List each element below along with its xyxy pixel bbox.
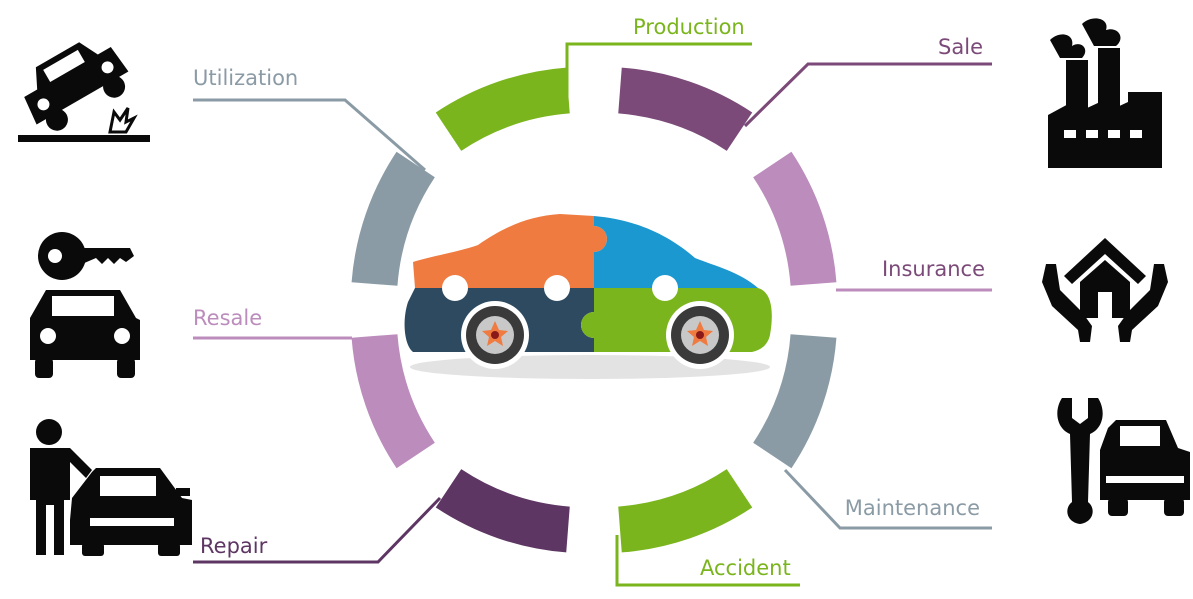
ring-segment-resale [351, 333, 436, 469]
label-utilization: Utilization [193, 66, 298, 90]
puzzle-piece-orange [413, 214, 607, 288]
lifecycle-ring [351, 67, 837, 553]
label-sale: Sale [938, 35, 983, 59]
leader-line-repair [193, 496, 442, 564]
label-resale: Resale [193, 306, 262, 330]
house-in-hands-icon [1042, 238, 1168, 342]
factory-icon [1048, 18, 1162, 168]
leader-lines [193, 42, 992, 587]
puzzle-piece-blue [594, 216, 758, 288]
ring-segment-maintenance [752, 333, 837, 469]
ring-segment-utilization [351, 151, 436, 287]
rear-wheel [666, 301, 734, 369]
ring-segment-accident [617, 468, 753, 553]
label-insurance: Insurance [882, 257, 985, 281]
puzzle-car [404, 214, 772, 379]
person-with-car-icon [30, 419, 192, 556]
label-accident: Accident [700, 556, 791, 580]
ring-segment-sale [617, 67, 753, 152]
ring-segment-insurance [752, 151, 837, 287]
stage-labels: Production Sale Insurance Maintenance Ac… [193, 15, 985, 580]
leader-line-maintenance [783, 468, 992, 530]
label-maintenance: Maintenance [845, 496, 980, 520]
ring-segment-repair [435, 468, 571, 553]
front-wheel [461, 301, 529, 369]
label-production: Production [633, 15, 745, 39]
leader-line-accident [615, 535, 800, 587]
leader-line-utilization [193, 98, 426, 172]
leader-line-sale [743, 62, 992, 128]
label-repair: Repair [200, 534, 268, 558]
leader-line-production [565, 42, 752, 112]
ring-segment-production [435, 67, 571, 152]
key-car-icon [30, 232, 140, 378]
overturned-car-icon [18, 42, 150, 142]
wrench-car-icon [1057, 398, 1190, 524]
